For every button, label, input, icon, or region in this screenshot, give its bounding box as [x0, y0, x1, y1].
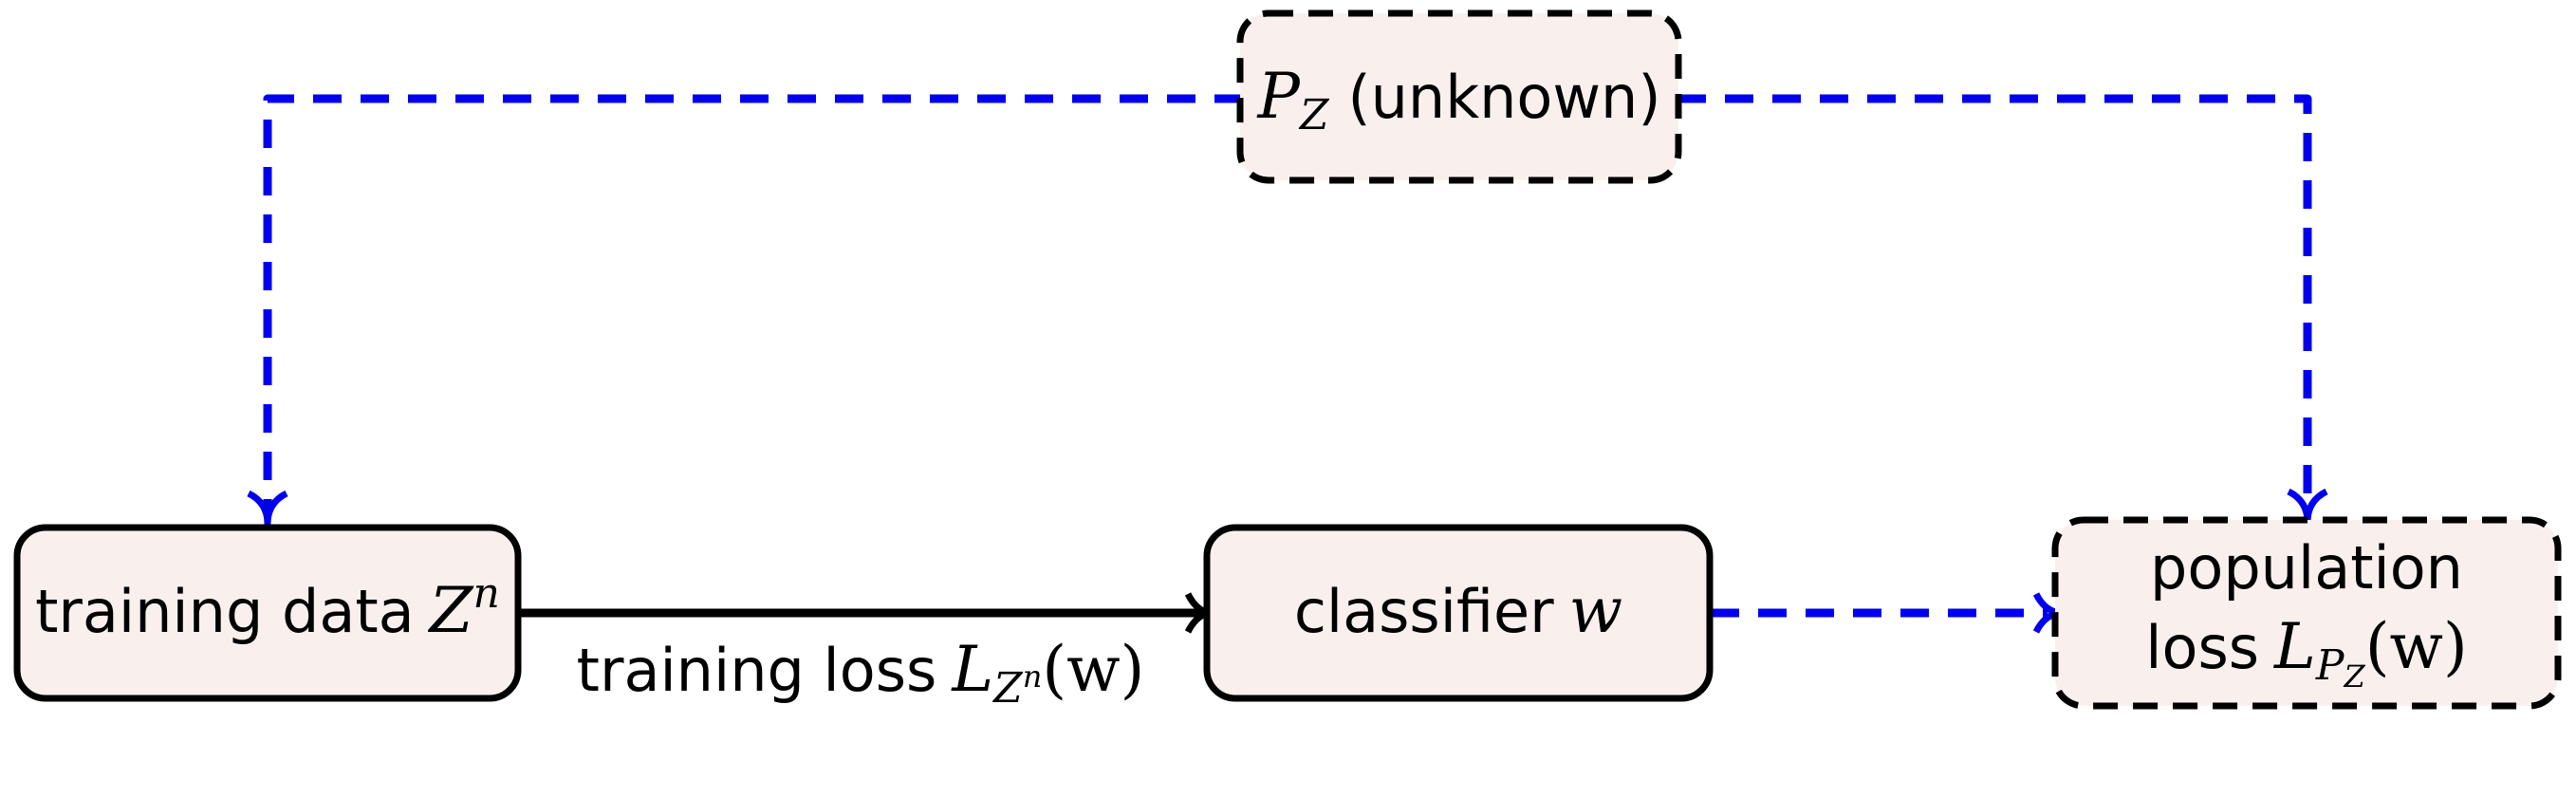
node-population-loss-box [2051, 516, 2562, 710]
node-training-data-box [13, 524, 522, 702]
edge-source-to-population-loss [1677, 94, 2312, 508]
node-source-box [1236, 9, 1682, 184]
node-source-label: PZ(unknown) [1256, 60, 1660, 139]
node-source: PZ(unknown) [1236, 9, 1682, 184]
node-population-loss-line1: population [2150, 533, 2463, 602]
arrowhead-training-data [247, 490, 288, 528]
edges [247, 94, 2328, 634]
node-classifier-box [1203, 524, 1714, 702]
edge-source-to-training-data [263, 94, 1243, 510]
